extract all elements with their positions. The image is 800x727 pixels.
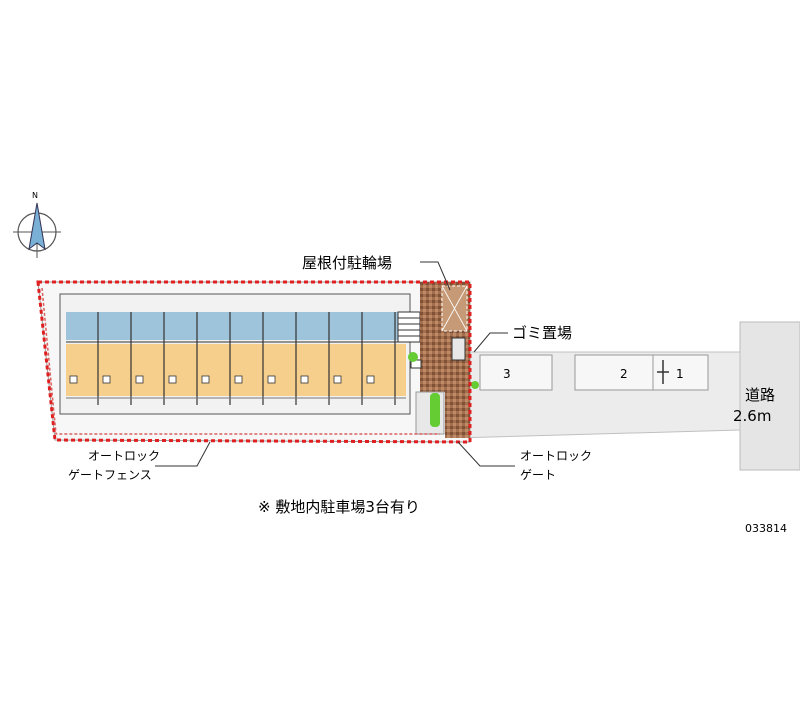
autolock-fence-line [41,287,440,435]
parking-number-3: 3 [503,367,511,381]
road [739,321,800,471]
label-garbage-area: ゴミ置場 [512,324,572,342]
label-autolock-fence-line1: オートロック [88,449,160,463]
label-bicycle-parking: 屋根付駐輪場 [302,254,392,272]
parking-space-2 [574,354,654,391]
parking-number-1: 1 [676,367,684,381]
parking-space-3 [479,354,553,391]
compass: N [13,191,61,258]
parking-note: ※ 敷地内駐車場3台有り [258,498,420,516]
parking-space-1 [652,354,709,391]
planting-2 [408,352,418,362]
label-road-line2: 2.6m [733,407,771,425]
north-label: N [32,191,38,200]
parking-space-group: 3 2 1 [479,354,709,391]
label-autolock-fence-line2: ゲートフェンス [68,468,152,482]
parking-number-2: 2 [620,367,628,381]
label-road-line1: 道路 [745,386,775,404]
planting-3 [471,381,479,389]
planting-1 [430,393,440,427]
label-autolock-gate-line2: ゲート [520,468,556,482]
site-boundary [36,280,472,444]
north-arrow-icon [28,202,46,251]
property-code: 033814 [745,522,787,535]
garbage-box [451,337,466,361]
label-autolock-gate-line1: オートロック [520,449,592,463]
stairs [397,311,421,343]
